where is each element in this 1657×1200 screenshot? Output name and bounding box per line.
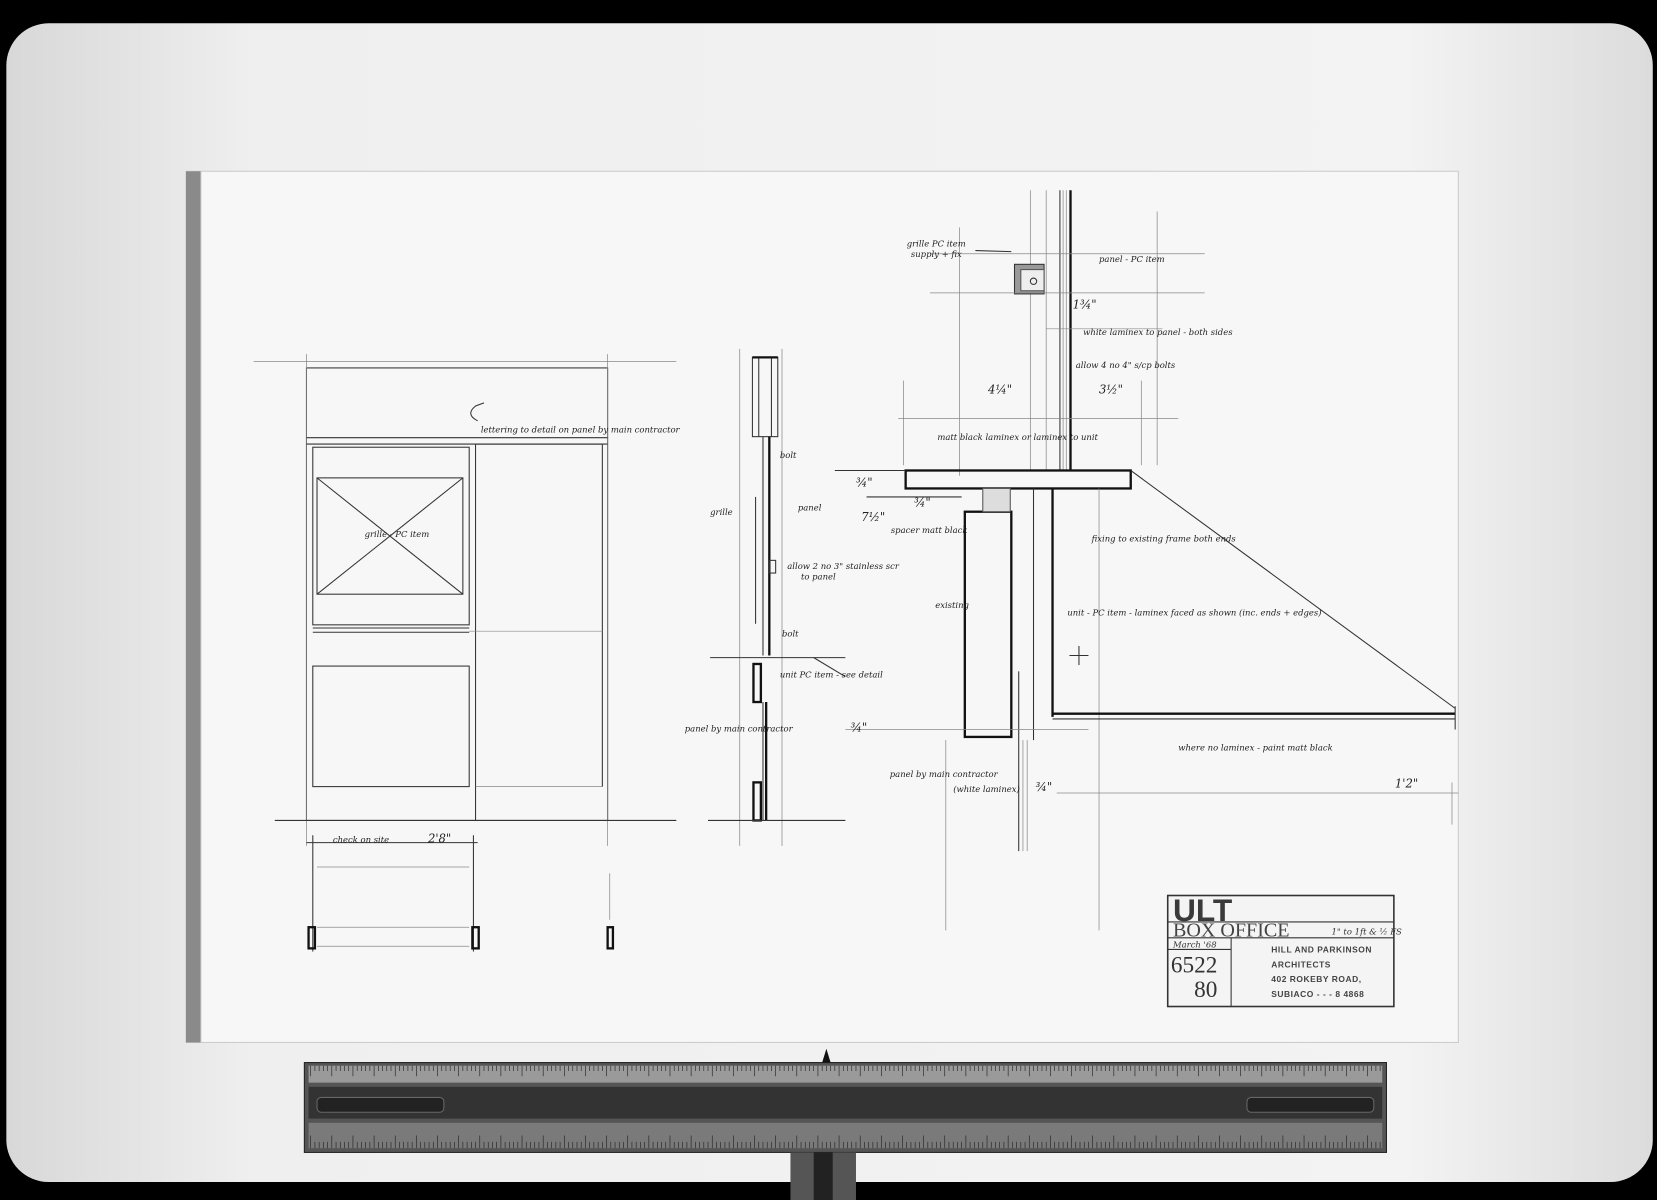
note-allow-bolts: allow 4 no 4" s/cp bolts <box>1076 360 1176 370</box>
firm-suburb-phone: SUBIACO - - - 8 4868 <box>1271 989 1364 999</box>
job-number: 6522 <box>1171 953 1217 979</box>
note-grille-section: grille <box>710 507 733 517</box>
note-grille-pc: grille PC item <box>907 238 966 248</box>
dim-4-1-4: 4¼" <box>987 382 1012 396</box>
drawing-title: BOX OFFICE <box>1173 920 1290 942</box>
note-where-no-laminex: where no laminex - paint matt black <box>1178 743 1332 753</box>
note-bolt-bottom: bolt <box>782 628 799 638</box>
note-grille-elevation: grille - PC item <box>365 529 430 539</box>
note-panel-by-main-2: panel by main contractor <box>890 769 999 779</box>
note-panel-by-main: panel by main contractor <box>685 724 794 734</box>
note-spacer: spacer matt black <box>891 525 968 535</box>
dim-3-4-d: ¾" <box>1036 780 1053 794</box>
drawing-date: March '68 <box>1172 939 1217 949</box>
title-block: ULT BOX OFFICE 1" to 1ft & ½ FS March '6… <box>1166 892 1403 1008</box>
note-white-laminex-2: (white laminex) <box>953 784 1020 794</box>
dim-3-4-b: ¾" <box>914 495 931 509</box>
note-to-panel: to panel <box>801 571 836 581</box>
dim-width: 2'8" <box>427 832 451 846</box>
plan-view: check on site 2'8" <box>306 832 615 952</box>
note-unit-pc: unit PC item - see detail <box>780 670 883 680</box>
dim-3-1-2: 3½" <box>1099 382 1123 396</box>
scale-ruler <box>303 1048 1387 1200</box>
sheet-number: 80 <box>1194 977 1217 1003</box>
dim-3-4-c: ¾" <box>851 721 868 735</box>
note-panel-pc: panel - PC item <box>1099 254 1165 264</box>
note-matt-black: matt black laminex or laminex to unit <box>937 432 1098 442</box>
note-white-laminex: white laminex to panel - both sides <box>1083 327 1233 337</box>
drawing-scale: 1" to 1ft & ½ FS <box>1332 927 1403 937</box>
pointer-marker <box>822 1048 831 1063</box>
note-existing: existing <box>935 600 969 610</box>
firm-name: HILL AND PARKINSON <box>1271 945 1372 955</box>
dim-1-2: 1'2" <box>1395 777 1418 791</box>
dim-7-1-2: 7½" <box>861 510 885 524</box>
vertical-section: bolt grille panel allow 2 no 3" stainles… <box>685 348 900 846</box>
note-bolt-top: bolt <box>780 450 797 460</box>
note-unit-laminex: unit - PC item - laminex faced as shown … <box>1067 607 1321 617</box>
note-fixing: fixing to existing frame both ends <box>1091 533 1237 543</box>
note-panel-section: panel <box>798 503 822 513</box>
dim-3-4-a: ¾" <box>856 475 873 489</box>
note-check-on-site: check on site <box>333 835 389 845</box>
note-supply-fix: supply + fix <box>911 249 962 259</box>
firm-role: ARCHITECTS <box>1271 959 1331 969</box>
client-name: ULT <box>1173 892 1233 928</box>
large-scale-detail: grille PC item supply + fix panel - PC i… <box>834 190 1459 931</box>
dim-1-3-4: 1¾" <box>1073 298 1097 312</box>
sheet-binding-edge <box>185 171 201 1043</box>
firm-address: 402 ROKEBY ROAD, <box>1271 974 1361 984</box>
front-elevation: lettering to detail on panel by main con… <box>253 354 681 846</box>
note-lettering: lettering to detail on panel by main con… <box>481 424 681 434</box>
note-allow-screws: allow 2 no 3" stainless scr <box>787 561 900 571</box>
